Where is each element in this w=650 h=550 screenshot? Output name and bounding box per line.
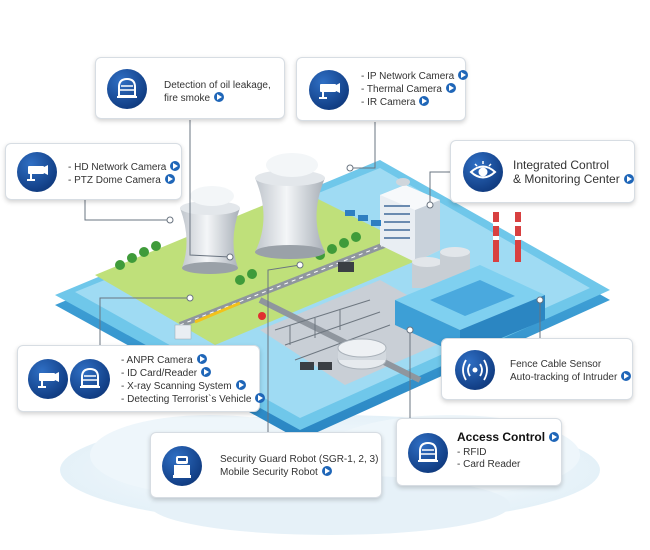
arrow-right-icon[interactable] bbox=[445, 83, 456, 93]
robot-line-1: Security Guard Robot (SGR-1, 2, 3) bbox=[220, 454, 379, 465]
ipcam-line-2: - Thermal Camera bbox=[361, 84, 442, 95]
anpr-line-2: - ID Card/Reader bbox=[121, 368, 198, 379]
callout-oil-fire-detection[interactable]: Detection of oil leakage, fire smoke bbox=[95, 57, 285, 119]
arrow-right-icon[interactable] bbox=[255, 393, 266, 403]
arrow-right-icon[interactable] bbox=[321, 466, 332, 476]
cctv-camera-icon bbox=[17, 152, 57, 192]
arrow-right-icon[interactable] bbox=[164, 174, 175, 184]
oil-line-1: Detection of oil leakage, bbox=[164, 80, 271, 91]
arrow-right-icon[interactable] bbox=[196, 354, 207, 364]
cooling-tower-left bbox=[180, 186, 240, 274]
control-building bbox=[380, 178, 440, 262]
callout-fence-sensor[interactable]: Fence Cable Sensor Auto-tracking of Intr… bbox=[441, 338, 633, 400]
fence-line-1: Fence Cable Sensor bbox=[510, 359, 602, 370]
arrow-right-icon[interactable] bbox=[549, 432, 560, 442]
arrow-right-icon[interactable] bbox=[170, 161, 181, 171]
signal-waves-icon bbox=[455, 350, 495, 390]
arrow-right-icon[interactable] bbox=[621, 371, 632, 381]
arrow-right-icon[interactable] bbox=[201, 367, 212, 377]
cctv-camera-icon bbox=[309, 70, 349, 110]
callout-hd-cameras[interactable]: - HD Network Camera - PTZ Dome Camera bbox=[5, 143, 182, 200]
control-line-1: Integrated Control bbox=[513, 158, 610, 172]
hdcam-line-2: - PTZ Dome Camera bbox=[68, 175, 161, 186]
access-line-1: - RFID bbox=[457, 447, 487, 458]
chimneys bbox=[493, 212, 521, 262]
arrow-right-icon[interactable] bbox=[235, 380, 246, 390]
arrow-right-icon[interactable] bbox=[623, 174, 634, 184]
alarm-siren-icon bbox=[408, 433, 448, 473]
eye-icon bbox=[463, 152, 503, 192]
arrow-right-icon[interactable] bbox=[419, 96, 430, 106]
ipcam-line-3: - IR Camera bbox=[361, 97, 416, 108]
control-line-2: & Monitoring Center bbox=[513, 172, 620, 186]
hdcam-line-1: - HD Network Camera bbox=[68, 162, 167, 173]
callout-security-robot[interactable]: Security Guard Robot (SGR-1, 2, 3) Mobil… bbox=[150, 432, 382, 498]
cctv-camera-icon bbox=[28, 359, 68, 399]
vehicles bbox=[345, 210, 381, 226]
alarm-siren-icon bbox=[107, 69, 147, 109]
callout-access-control[interactable]: Access Control - RFID - Card Reader bbox=[396, 418, 562, 486]
robot-icon bbox=[162, 446, 202, 486]
anpr-line-4: - Detecting Terrorist`s Vehicle bbox=[121, 394, 252, 405]
anpr-line-3: - X-ray Scanning System bbox=[121, 381, 232, 392]
ipcam-line-1: - IP Network Camera bbox=[361, 71, 455, 82]
security-robot bbox=[300, 262, 354, 370]
access-line-2: - Card Reader bbox=[457, 459, 521, 470]
callout-anpr-vehicle-screening[interactable]: - ANPR Camera - ID Card/Reader - X-ray S… bbox=[17, 345, 266, 412]
arrow-right-icon[interactable] bbox=[458, 70, 469, 80]
anpr-line-1: - ANPR Camera bbox=[121, 355, 193, 366]
leader-lines bbox=[84, 120, 541, 432]
oil-line-2: fire smoke bbox=[164, 93, 211, 104]
security-gate bbox=[174, 301, 266, 340]
arrow-right-icon[interactable] bbox=[214, 92, 225, 102]
cooling-tower-right bbox=[255, 153, 325, 259]
callout-integrated-control[interactable]: Integrated Control & Monitoring Center bbox=[450, 140, 635, 203]
alarm-siren-icon bbox=[70, 359, 110, 399]
robot-line-2: Mobile Security Robot bbox=[220, 467, 318, 478]
round-tank bbox=[337, 338, 387, 370]
fence-line-2: Auto-tracking of Intruder bbox=[510, 372, 618, 383]
callout-ip-cameras[interactable]: - IP Network Camera - Thermal Camera - I… bbox=[296, 57, 469, 121]
access-title: Access Control bbox=[457, 430, 546, 444]
